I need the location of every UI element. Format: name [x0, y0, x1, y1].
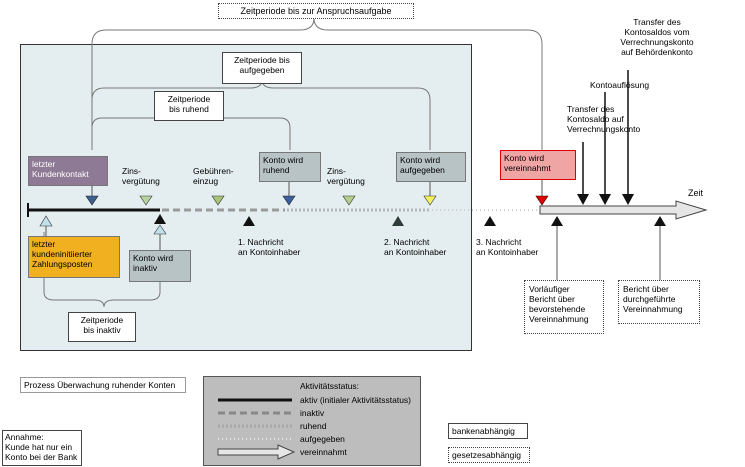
marker-notice-3	[484, 216, 496, 226]
marker-interest-2	[342, 195, 356, 206]
marker-inactive-2	[153, 224, 167, 235]
transfer-authority-label: Transfer des Kontosaldos vom Verrechnung…	[620, 17, 694, 57]
brace-aufgegeben	[91, 79, 431, 150]
fee-label: Gebühren-einzug	[193, 166, 234, 186]
marker-escheated	[535, 195, 549, 206]
preliminary-report-box: Vorläufiger Bericht über bevorstehende V…	[524, 280, 604, 334]
marker-abandoned	[423, 195, 437, 206]
arrow-transfer-clearing	[577, 142, 589, 205]
interest-label-1: Zins-vergütung	[122, 166, 160, 186]
process-label-box: Prozess Überwachung ruhender Konten	[20, 377, 186, 393]
arrow-account-closure	[599, 92, 611, 205]
arrow-transfer-authority	[622, 70, 634, 205]
account-escheated-box: Konto wird vereinnahmt	[500, 150, 576, 180]
account-abandoned-box: Konto wird aufgegeben	[396, 152, 466, 182]
legend-abandoned: aufgegeben	[300, 434, 345, 444]
marker-prelim-report	[551, 216, 563, 226]
law-dependent-box: gesetzesabhängig	[448, 447, 530, 463]
final-report-box: Bericht über durchgeführte Vereinnahmung	[618, 280, 700, 324]
brace-inaktiv	[43, 232, 161, 308]
marker-notice-2	[392, 216, 404, 226]
account-inactive-box: Konto wird inaktiv	[129, 250, 191, 282]
interest-label-2: Zins-vergütung	[327, 166, 365, 186]
legend-dormant: ruhend	[300, 421, 327, 431]
transfer-clearing-label: Transfer des Kontosaldo auf Verrechnungs…	[567, 104, 641, 134]
marker-last-posting	[39, 215, 53, 227]
legend-active: aktiv (initialer Aktivitätsstatus)	[300, 395, 412, 405]
marker-last-contact	[85, 195, 99, 206]
period-abandoned-box: Zeitperiode bis aufgegeben	[222, 52, 302, 84]
marker-fee	[211, 195, 225, 206]
last-customer-posting-box: letzter kundeninitiierter Zahlungsposten	[28, 236, 120, 278]
period-dormant-box: Zeitperiode bis ruhend	[154, 91, 224, 121]
legend-title: Aktivitätsstatus:	[300, 381, 360, 391]
account-dormant-box: Konto wird ruhend	[259, 152, 321, 182]
marker-interest-1	[139, 195, 153, 206]
period-until-escheat-box: Zeitperiode bis zur Anspruchsaufgabe	[218, 3, 414, 19]
marker-inactive	[154, 214, 166, 224]
marker-final-report	[654, 216, 666, 226]
marker-notice-1	[243, 216, 255, 226]
account-closure-label: Kontoauflösung	[590, 80, 650, 90]
period-inactive-box: Zeitperiode bis inaktiv	[68, 312, 136, 342]
legend-escheated: vereinnahmt	[300, 447, 347, 457]
bank-dependent-box: bankenabhängig	[448, 423, 528, 439]
time-label: Zeit	[688, 188, 704, 198]
marker-dormant	[282, 195, 296, 206]
timeline-escheated	[539, 200, 708, 220]
legend-inactive: inaktiv	[300, 408, 325, 418]
assumption-box: Annahme: Kunde hat nur ein Konto bei der…	[2, 430, 82, 466]
last-customer-contact-box: letzter Kundenkontakt	[28, 156, 108, 186]
